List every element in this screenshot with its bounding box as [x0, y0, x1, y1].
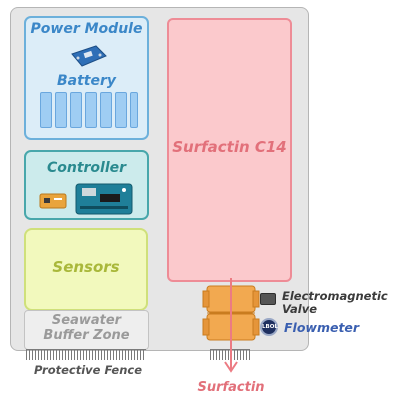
- flowmeter-label: Flowmeter: [284, 320, 360, 335]
- battery-label: Battery: [56, 73, 117, 89]
- surfactin-tank: Surfactin C14: [167, 18, 292, 282]
- electromagnetic-valve-label: Electromagnetic Valve: [282, 289, 388, 316]
- sensors-box: Sensors: [24, 228, 148, 311]
- valve-actuator-icon: [260, 293, 276, 305]
- power-board-icon: [71, 45, 107, 67]
- seawater-buffer-label: Seawater Buffer Zone: [43, 313, 130, 343]
- protective-fence: [26, 349, 146, 360]
- controller-label: Controller: [46, 160, 127, 176]
- surfactin-output-label: Surfactin: [197, 380, 265, 395]
- sensors-label: Sensors: [52, 258, 120, 276]
- battery-cell-icon: [100, 92, 112, 128]
- output-arrow: [224, 278, 238, 373]
- battery-cell-icon: [115, 92, 127, 128]
- microcontroller-board-icon: [39, 183, 133, 215]
- power-module-label: Power Module: [30, 21, 143, 37]
- seawater-buffer-zone: Seawater Buffer Zone: [24, 310, 149, 350]
- controller-box: Controller: [24, 150, 149, 220]
- battery-cell-icon: [85, 92, 97, 128]
- surfactin-tank-label: Surfactin C14: [172, 138, 287, 156]
- battery-cell-icon: [130, 92, 138, 128]
- flowmeter-icon: LBOL: [260, 318, 278, 336]
- protective-fence-label: Protective Fence: [33, 363, 143, 377]
- battery-cell-icon: [55, 92, 67, 128]
- battery-cell-icon: [70, 92, 82, 128]
- battery-cell-icon: [40, 92, 52, 128]
